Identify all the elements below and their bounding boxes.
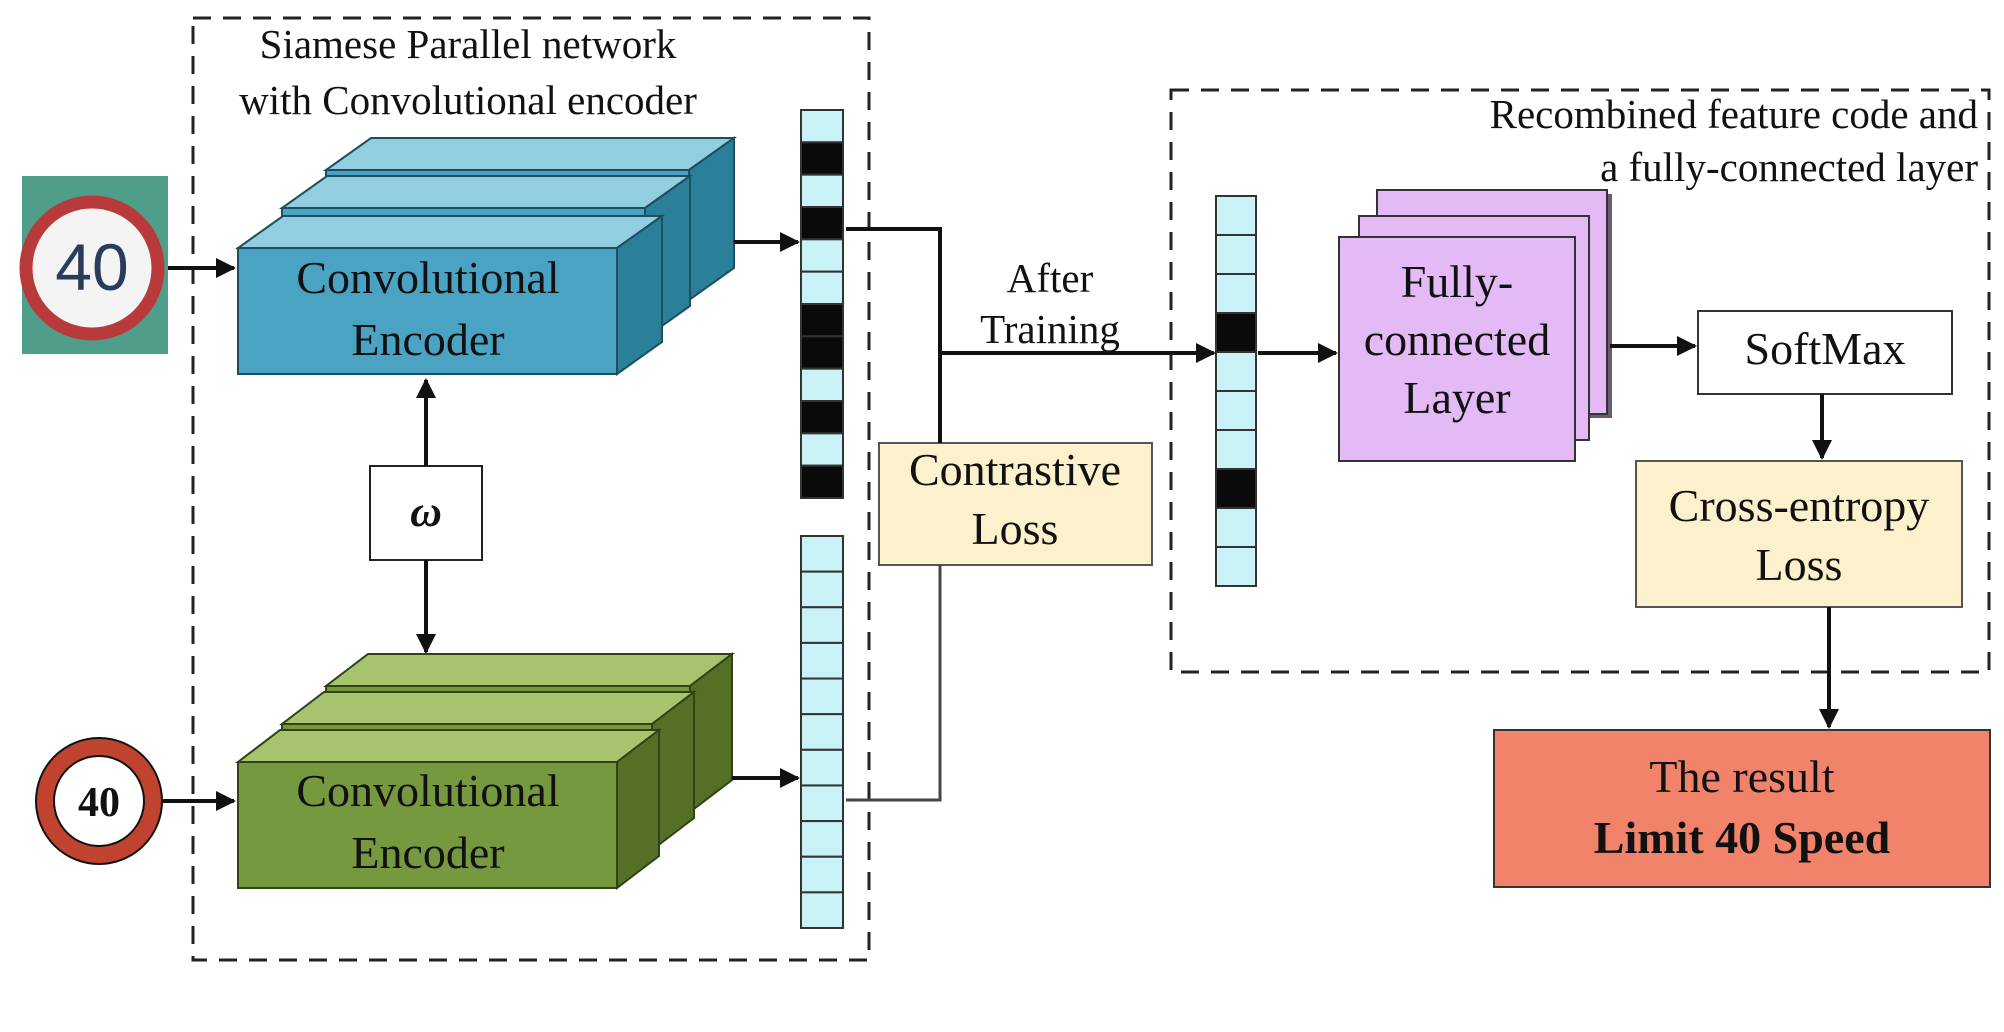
feature-cell bbox=[800, 570, 844, 609]
feature-cell bbox=[800, 464, 844, 499]
feature-cell bbox=[1215, 195, 1257, 236]
feature-cell bbox=[800, 855, 844, 894]
feature-cell bbox=[1215, 312, 1257, 353]
input-bottom-sign: 40 bbox=[35, 737, 163, 865]
line-bottom-code-to-loss bbox=[846, 565, 942, 802]
line-top-code-to-loss bbox=[846, 227, 942, 443]
feature-cell bbox=[1215, 273, 1257, 314]
feature-cell bbox=[1215, 390, 1257, 431]
softmax-label: SoftMax bbox=[1745, 323, 1906, 374]
cross-entropy-line1: Cross-entropy bbox=[1669, 480, 1930, 531]
feature-cell bbox=[800, 141, 844, 176]
feature-code-bottom bbox=[800, 535, 844, 930]
encoder-top-label-line2: Encoder bbox=[351, 314, 504, 365]
feature-cell bbox=[1215, 234, 1257, 275]
feature-cell bbox=[800, 820, 844, 858]
feature-cell bbox=[1215, 429, 1257, 470]
cross-entropy-line2: Loss bbox=[1756, 539, 1843, 590]
siamese-group-frame bbox=[191, 16, 871, 962]
feature-cell bbox=[800, 400, 844, 435]
input-bottom-sign-text: 40 bbox=[78, 780, 120, 826]
feature-cell bbox=[800, 303, 844, 338]
shared-weights-symbol: ω bbox=[410, 487, 442, 536]
contrastive-loss-line1: Contrastive bbox=[909, 444, 1121, 495]
fully-connected-layer: Fully- connected Layer bbox=[1338, 189, 1612, 462]
feature-cell bbox=[800, 173, 844, 209]
feature-cell bbox=[800, 367, 844, 402]
feature-cell bbox=[1215, 546, 1257, 587]
connectors bbox=[163, 227, 1839, 811]
feature-code-top bbox=[800, 109, 844, 499]
softmax-box bbox=[1697, 310, 1953, 395]
cross-entropy-loss-box bbox=[1635, 460, 1963, 608]
input-top-sign-text: 40 bbox=[55, 230, 128, 304]
encoder-bottom: Convolutional Encoder bbox=[235, 651, 735, 891]
encoder-bottom-label-line2: Encoder bbox=[351, 827, 504, 878]
feature-cell bbox=[800, 432, 844, 467]
feature-cell bbox=[800, 270, 844, 305]
input-top-sign: 40 bbox=[19, 176, 168, 354]
fc-layer-line2: connected bbox=[1364, 314, 1550, 365]
feature-cell bbox=[1215, 507, 1257, 548]
encoder-bottom-label-line1: Convolutional bbox=[296, 765, 559, 816]
contrastive-loss-box bbox=[878, 442, 1153, 566]
feature-cell bbox=[800, 238, 844, 273]
recombined-group-title-line1: Recombined feature code and bbox=[1490, 91, 1978, 137]
fc-layer-line3: Layer bbox=[1403, 372, 1510, 423]
feature-cell bbox=[800, 641, 844, 680]
recombined-group-title-line2: a fully-connected layer bbox=[1600, 144, 1978, 190]
feature-cell bbox=[800, 748, 844, 787]
feature-cell bbox=[800, 535, 844, 573]
result-box bbox=[1493, 729, 1991, 888]
feature-code-recombined bbox=[1215, 195, 1257, 587]
feature-cell bbox=[800, 206, 844, 241]
encoder-top-label-line1: Convolutional bbox=[296, 252, 559, 303]
feature-cell bbox=[1215, 351, 1257, 392]
after-training-line2: Training bbox=[980, 306, 1120, 352]
fc-layer-line1: Fully- bbox=[1401, 256, 1513, 307]
contrastive-loss-line2: Loss bbox=[972, 503, 1059, 554]
feature-cell bbox=[800, 677, 844, 716]
siamese-group-title-line1: Siamese Parallel network bbox=[260, 21, 677, 67]
shared-weights-box bbox=[369, 465, 483, 561]
encoder-top: Convolutional Encoder bbox=[234, 136, 738, 376]
siamese-group-title-line2: with Convolutional encoder bbox=[239, 77, 697, 123]
feature-cell bbox=[800, 891, 844, 930]
feature-cell bbox=[800, 606, 844, 644]
feature-cell bbox=[1215, 468, 1257, 509]
feature-cell bbox=[800, 713, 844, 751]
recombined-group-frame bbox=[1169, 88, 1991, 674]
result-line2: Limit 40 Speed bbox=[1594, 812, 1891, 863]
result-line1: The result bbox=[1649, 751, 1834, 802]
feature-cell bbox=[800, 335, 844, 370]
feature-cell bbox=[800, 109, 844, 144]
after-training-line1: After bbox=[1007, 255, 1094, 301]
feature-cell bbox=[800, 784, 844, 823]
